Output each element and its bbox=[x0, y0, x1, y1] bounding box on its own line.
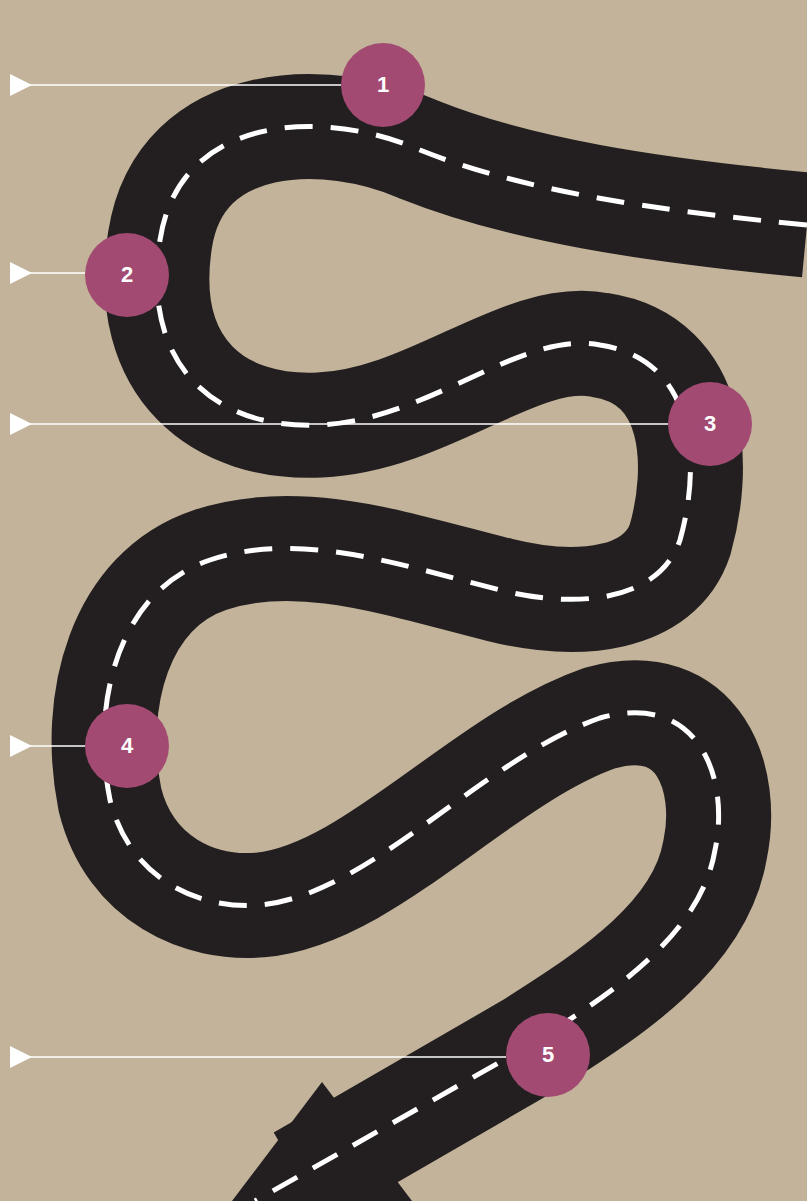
leader-marker bbox=[10, 735, 32, 757]
leader-markers bbox=[10, 74, 32, 1068]
leader-lines bbox=[20, 85, 668, 1057]
road-arrowhead bbox=[232, 1082, 412, 1201]
leader-marker bbox=[10, 262, 32, 284]
callout-number: 4 bbox=[121, 735, 133, 757]
callout-number: 5 bbox=[542, 1044, 554, 1066]
leader-line bbox=[20, 423, 668, 425]
road bbox=[104, 127, 807, 1178]
callout-circle: 3 bbox=[668, 382, 752, 466]
leader-marker bbox=[10, 413, 32, 435]
leader-marker bbox=[10, 74, 32, 96]
callout-circle: 5 bbox=[506, 1013, 590, 1097]
lane-marking bbox=[104, 127, 807, 1201]
leader-line bbox=[20, 84, 341, 86]
callout-number: 1 bbox=[377, 74, 389, 96]
callout-circle: 2 bbox=[85, 233, 169, 317]
callout-number: 2 bbox=[121, 264, 133, 286]
callout-circle: 4 bbox=[85, 704, 169, 788]
leader-marker bbox=[10, 1046, 32, 1068]
callout-circle: 1 bbox=[341, 43, 425, 127]
callout-number: 3 bbox=[704, 413, 716, 435]
leader-line bbox=[20, 1056, 506, 1058]
